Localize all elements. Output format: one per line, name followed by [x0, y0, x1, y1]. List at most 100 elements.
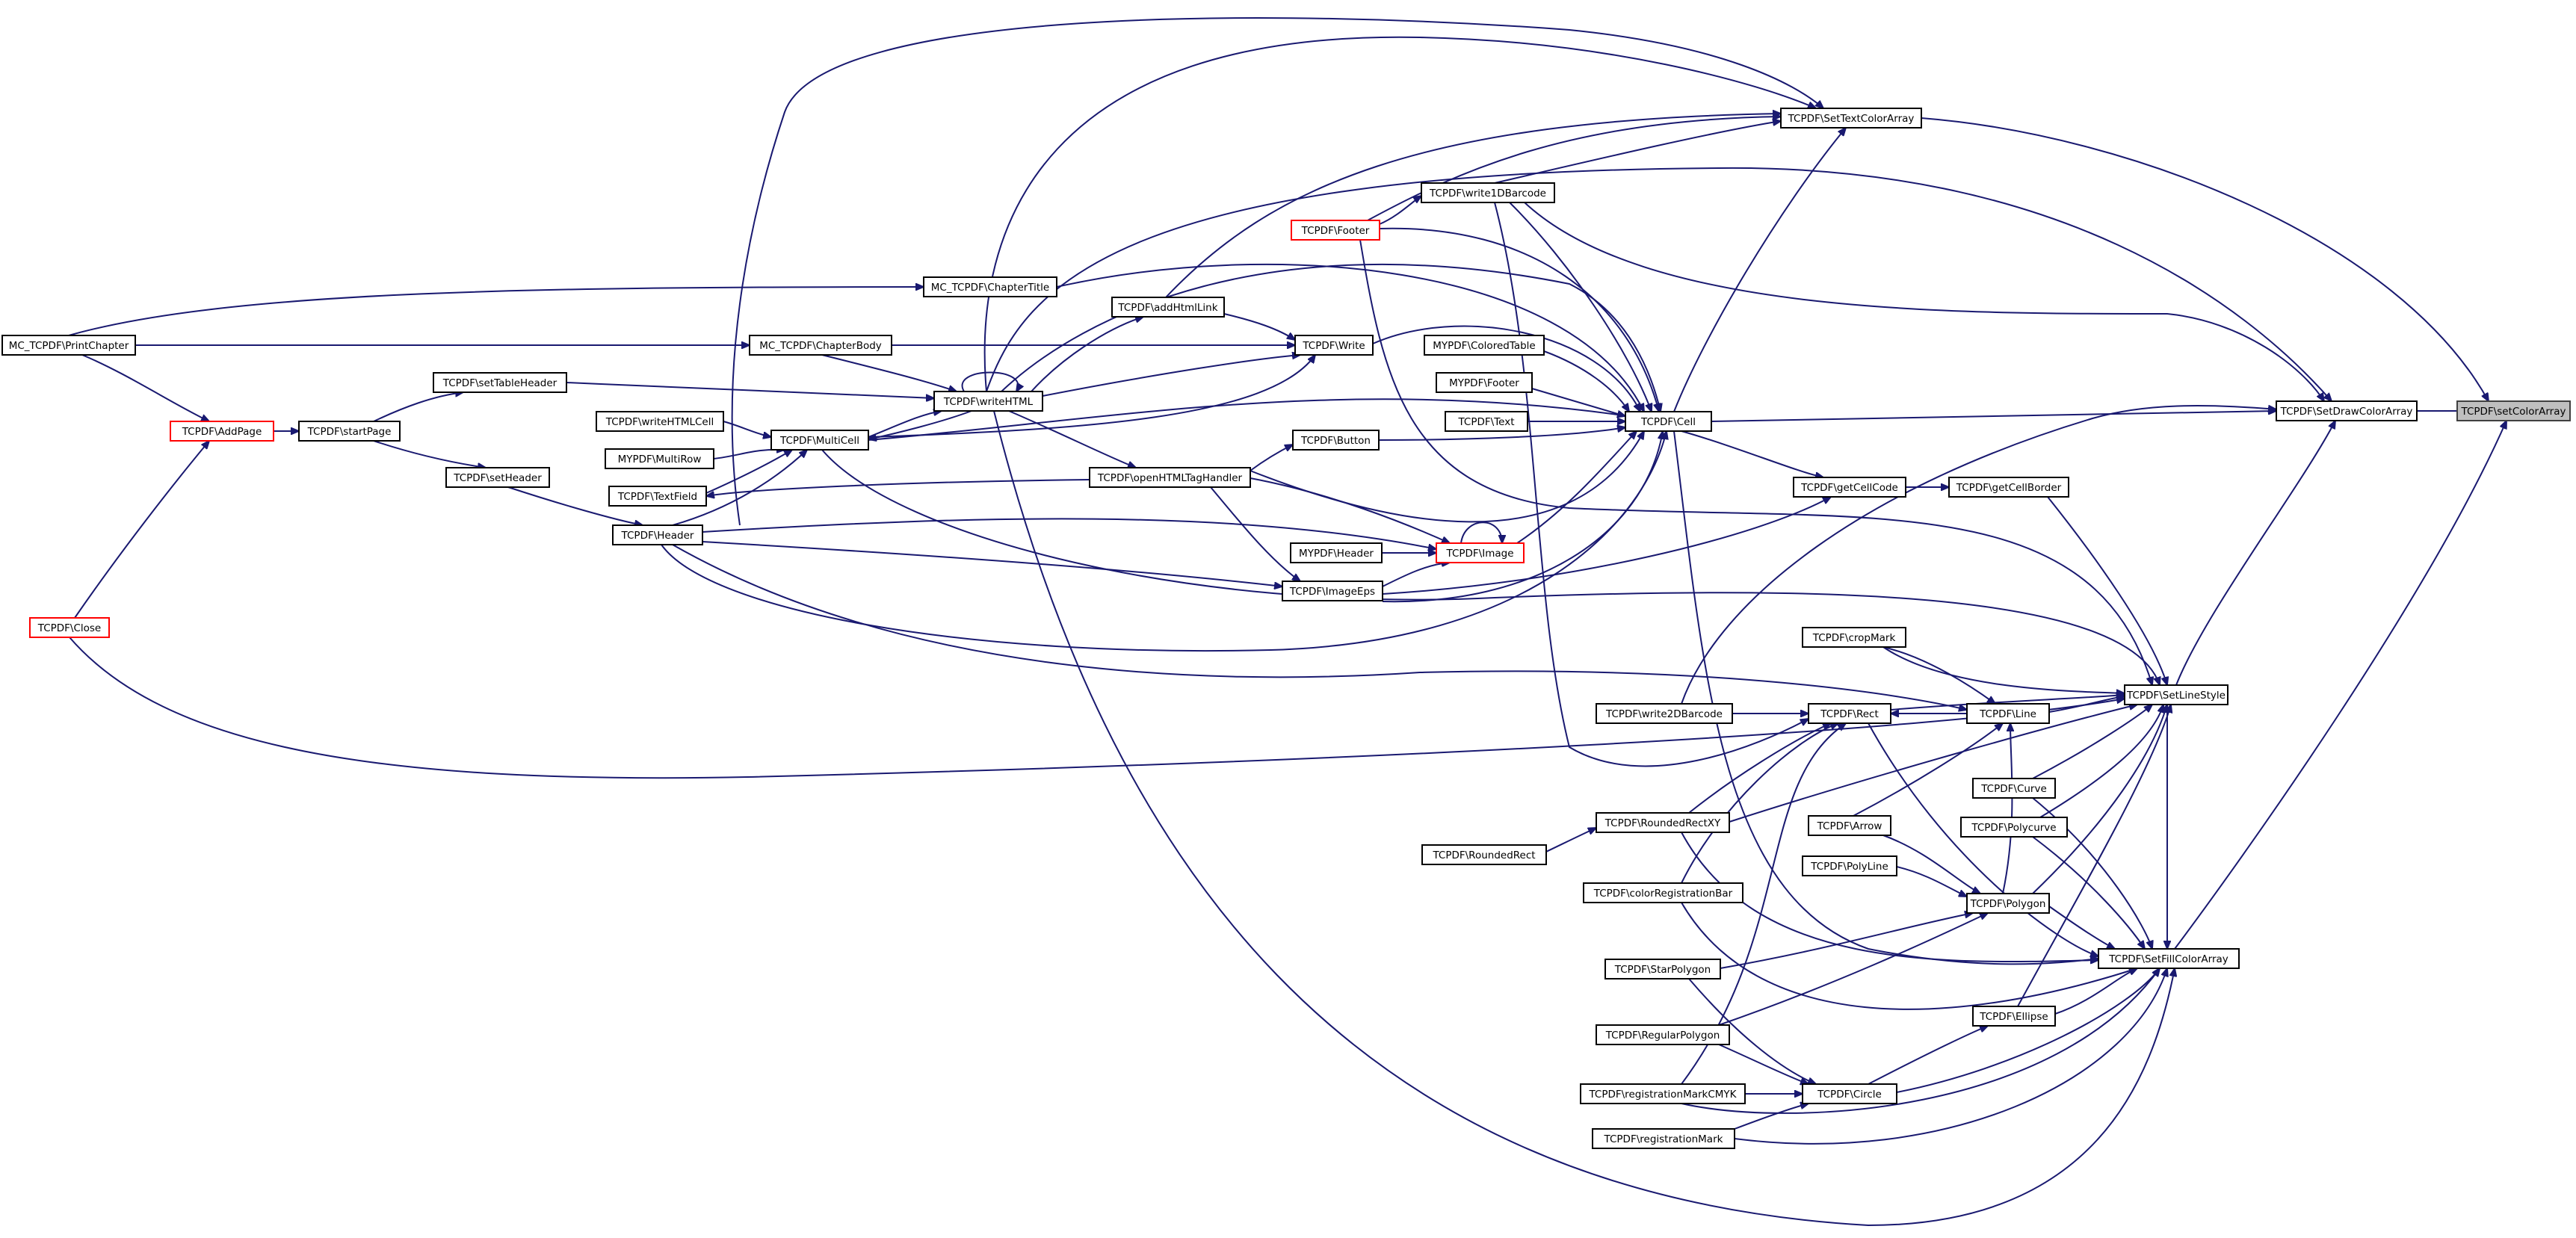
node-ChapterBody[interactable]: MC_TCPDF\ChapterBody — [749, 335, 892, 356]
node-box[interactable] — [1592, 1128, 1735, 1149]
node-box[interactable] — [596, 411, 724, 432]
node-box[interactable] — [2456, 400, 2571, 421]
node-box[interactable] — [1802, 855, 1897, 876]
node-box[interactable] — [1966, 703, 2050, 724]
node-box[interactable] — [1282, 581, 1383, 601]
node-box[interactable] — [1802, 627, 1906, 648]
node-box[interactable] — [1948, 477, 2069, 498]
node-box[interactable] — [1793, 477, 1906, 498]
node-box[interactable] — [433, 372, 567, 393]
node-addHtmlLink[interactable]: TCPDF\addHtmlLink — [1111, 297, 1225, 318]
node-box[interactable] — [1780, 108, 1922, 129]
node-Rect[interactable]: TCPDF\Rect — [1808, 703, 1891, 724]
node-box[interactable] — [1445, 411, 1528, 432]
node-Polycurve[interactable]: TCPDF\Polycurve — [1960, 817, 2068, 838]
node-Polygon[interactable]: TCPDF\Polygon — [1966, 893, 2050, 914]
node-box[interactable] — [1421, 182, 1555, 203]
node-StarPolygon[interactable]: TCPDF\StarPolygon — [1604, 959, 1721, 979]
node-setHeader[interactable]: TCPDF\setHeader — [445, 467, 550, 488]
node-box[interactable] — [770, 430, 869, 451]
node-startPage[interactable]: TCPDF\startPage — [298, 421, 401, 442]
node-box[interactable] — [1808, 815, 1891, 836]
node-SetDrawColorArray[interactable]: TCPDF\SetDrawColorArray — [2276, 400, 2418, 421]
node-colorRegistrationBar[interactable]: TCPDF\colorRegistrationBar — [1583, 882, 1743, 903]
node-write2DBarcode[interactable]: TCPDF\write2DBarcode — [1596, 703, 1733, 724]
node-box[interactable] — [1972, 778, 2056, 799]
node-box[interactable] — [2276, 400, 2418, 421]
node-Curve[interactable]: TCPDF\Curve — [1972, 778, 2056, 799]
node-box[interactable] — [1596, 703, 1733, 724]
node-box[interactable] — [605, 448, 714, 469]
node-box[interactable] — [1972, 1006, 2056, 1027]
node-box[interactable] — [1580, 1083, 1746, 1104]
node-PolyLine[interactable]: TCPDF\PolyLine — [1802, 855, 1897, 876]
node-Arrow[interactable]: TCPDF\Arrow — [1808, 815, 1891, 836]
node-box[interactable] — [29, 617, 110, 638]
node-Ellipse[interactable]: TCPDF\Ellipse — [1972, 1006, 2056, 1027]
node-box[interactable] — [1625, 411, 1712, 432]
node-writeHTMLCell[interactable]: TCPDF\writeHTMLCell — [596, 411, 724, 432]
node-Footer[interactable]: TCPDF\Footer — [1291, 220, 1380, 241]
node-RoundedRect[interactable]: TCPDF\RoundedRect — [1421, 844, 1547, 865]
node-Header[interactable]: TCPDF\Header — [612, 524, 703, 545]
node-getCellBorder[interactable]: TCPDF\getCellBorder — [1948, 477, 2069, 498]
node-box[interactable] — [1089, 467, 1251, 488]
node-box[interactable] — [1436, 372, 1533, 393]
node-box[interactable] — [1802, 1083, 1897, 1104]
node-box[interactable] — [445, 467, 550, 488]
node-write1DBarcode[interactable]: TCPDF\write1DBarcode — [1421, 182, 1555, 203]
node-box[interactable] — [1596, 812, 1730, 833]
node-box[interactable] — [1111, 297, 1225, 318]
node-RegularPolygon[interactable]: TCPDF\RegularPolygon — [1596, 1024, 1730, 1045]
node-box[interactable] — [1966, 893, 2050, 914]
node-TextField[interactable]: TCPDF\TextField — [608, 486, 707, 507]
node-SetLineStyle[interactable]: TCPDF\SetLineStyle — [2124, 684, 2228, 705]
node-Text[interactable]: TCPDF\Text — [1445, 411, 1528, 432]
node-getCellCode[interactable]: TCPDF\getCellCode — [1793, 477, 1906, 498]
node-box[interactable] — [1421, 844, 1547, 865]
node-MyColoredTable[interactable]: MYPDF\ColoredTable — [1424, 335, 1545, 356]
node-box[interactable] — [298, 421, 401, 442]
node-cropMark[interactable]: TCPDF\cropMark — [1802, 627, 1906, 648]
node-box[interactable] — [933, 391, 1043, 412]
node-box[interactable] — [1604, 959, 1721, 979]
node-box[interactable] — [749, 335, 892, 356]
node-Write[interactable]: TCPDF\Write — [1294, 335, 1374, 356]
node-setTableHeader[interactable]: TCPDF\setTableHeader — [433, 372, 567, 393]
node-SetFillColorArray[interactable]: TCPDF\SetFillColorArray — [2098, 948, 2240, 969]
node-AddPage[interactable]: TCPDF\AddPage — [170, 421, 274, 442]
node-Image[interactable]: TCPDF\Image — [1436, 542, 1525, 563]
node-openHTMLTagHandler[interactable]: TCPDF\openHTMLTagHandler — [1089, 467, 1251, 488]
node-box[interactable] — [1294, 335, 1374, 356]
node-box[interactable] — [1424, 335, 1545, 356]
node-Circle[interactable]: TCPDF\Circle — [1802, 1083, 1897, 1104]
node-box[interactable] — [1583, 882, 1743, 903]
node-Close[interactable]: TCPDF\Close — [29, 617, 110, 638]
node-box[interactable] — [1596, 1024, 1730, 1045]
node-box[interactable] — [2098, 948, 2240, 969]
node-PrintChapter[interactable]: MC_TCPDF\PrintChapter — [1, 335, 136, 356]
node-MyHeader[interactable]: MYPDF\Header — [1290, 542, 1383, 563]
node-MultiCell[interactable]: TCPDF\MultiCell — [770, 430, 869, 451]
node-box[interactable] — [170, 421, 274, 442]
node-Button[interactable]: TCPDF\Button — [1292, 430, 1380, 451]
node-box[interactable] — [2124, 684, 2228, 705]
node-registrationMark[interactable]: TCPDF\registrationMark — [1592, 1128, 1735, 1149]
node-box[interactable] — [923, 276, 1057, 297]
node-box[interactable] — [1291, 220, 1380, 241]
node-box[interactable] — [1808, 703, 1891, 724]
node-MultiRow[interactable]: MYPDF\MultiRow — [605, 448, 714, 469]
node-box[interactable] — [1960, 817, 2068, 838]
node-box[interactable] — [1, 335, 136, 356]
node-ImageEps[interactable]: TCPDF\ImageEps — [1282, 581, 1383, 601]
node-Line[interactable]: TCPDF\Line — [1966, 703, 2050, 724]
node-box[interactable] — [608, 486, 707, 507]
node-box[interactable] — [1290, 542, 1383, 563]
node-Cell[interactable]: TCPDF\Cell — [1625, 411, 1712, 432]
node-setColorArray[interactable]: TCPDF\setColorArray — [2456, 400, 2571, 421]
node-box[interactable] — [612, 524, 703, 545]
node-SetTextColorArray[interactable]: TCPDF\SetTextColorArray — [1780, 108, 1922, 129]
node-ChapterTitle[interactable]: MC_TCPDF\ChapterTitle — [923, 276, 1057, 297]
node-MyFooter[interactable]: MYPDF\Footer — [1436, 372, 1533, 393]
node-registrationMarkCMYK[interactable]: TCPDF\registrationMarkCMYK — [1580, 1083, 1746, 1104]
